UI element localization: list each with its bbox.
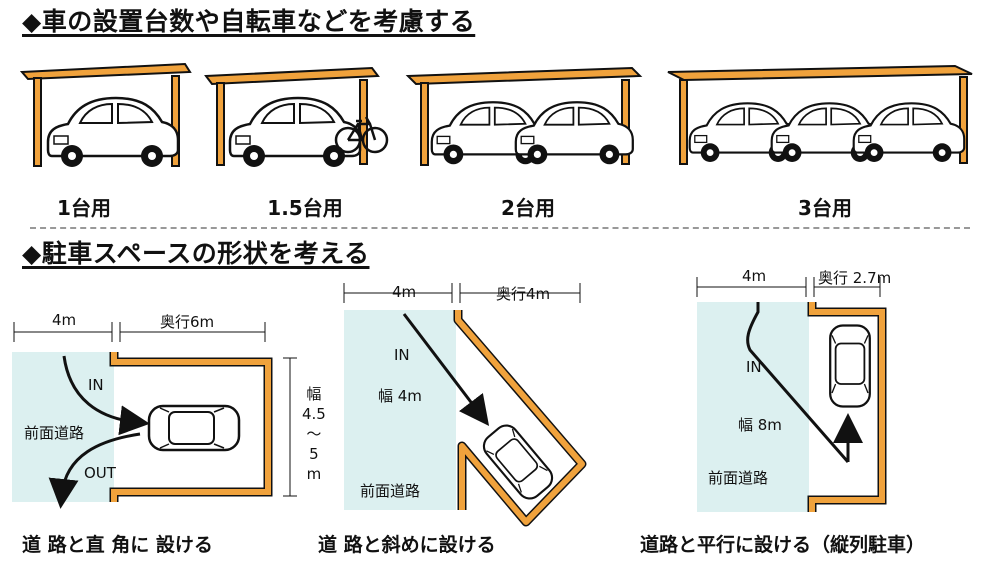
parallel-in-label: IN [746, 358, 762, 376]
capacity-label-1-5: 1.5台用 [267, 196, 343, 220]
capacity-label-2: 2台用 [501, 196, 555, 220]
section-divider [30, 227, 970, 229]
diagonal-width-label: 4m [392, 283, 417, 301]
perpendicular-in-label: IN [88, 376, 104, 394]
perpendicular-depth-label: 奥行6m [160, 313, 215, 331]
capacity-label-3: 3台用 [798, 196, 852, 220]
bicycle-icon [334, 116, 389, 154]
diagonal-caption: 道 路と斜めに設ける [318, 534, 496, 556]
carport-triple [667, 64, 973, 165]
frontage-part: m [306, 465, 322, 483]
diagonal-depth-label: 奥行4m [496, 285, 551, 303]
perpendicular-width-label: 4m [52, 311, 77, 329]
perpendicular-out-label: OUT [84, 464, 116, 482]
diagonal-road-label: 前面道路 [360, 482, 421, 500]
layout-diagonal [343, 283, 587, 527]
heading-vehicle-count: ◆車の設置台数や自転車などを考慮する [22, 7, 476, 36]
parallel-caption: 道路と平行に設ける（縦列駐車） [640, 534, 926, 556]
capacity-label-1: 1台用 [57, 196, 111, 220]
carport-double [405, 66, 643, 166]
frontage-part: 5 [309, 445, 319, 463]
perpendicular-frontage-label: 幅 4.5 〜 5 m [302, 384, 326, 484]
carport-single [19, 62, 192, 169]
heading-parking-shape: ◆駐車スペースの形状を考える [22, 239, 370, 268]
frontage-part: 〜 [306, 425, 322, 443]
perpendicular-caption: 道 路と直 角に 設ける [22, 534, 213, 556]
diagonal-frontage-label: 幅 4m [378, 387, 422, 405]
diagonal-in-label: IN [394, 346, 410, 364]
parallel-depth-label: 奥行 2.7m [818, 269, 892, 287]
layout-parallel [696, 277, 887, 512]
parallel-frontage-label: 幅 8m [738, 416, 782, 434]
parallel-road-label: 前面道路 [708, 469, 769, 487]
parallel-width-label: 4m [742, 267, 767, 285]
frontage-part: 4.5 [302, 405, 326, 423]
layout-perpendicular [12, 322, 297, 509]
carport-one-and-half [204, 66, 389, 169]
frontage-part: 幅 [306, 385, 322, 403]
perpendicular-road-label: 前面道路 [24, 424, 85, 442]
